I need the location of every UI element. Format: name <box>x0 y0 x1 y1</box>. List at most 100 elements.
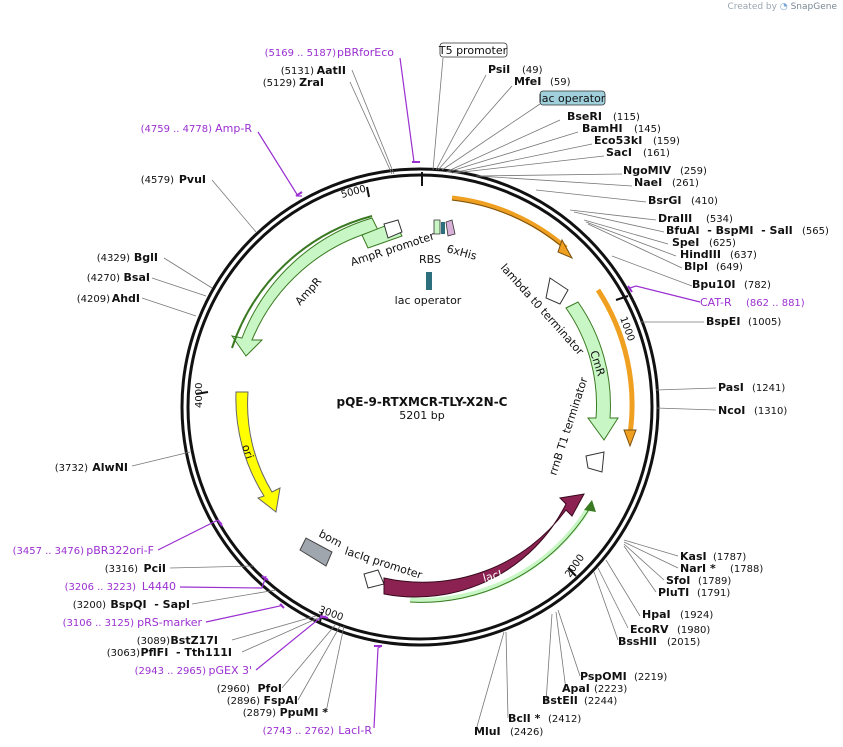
enzyme-bsteii[interactable]: BstEII(2244) <box>542 694 617 707</box>
enzyme-ncoi[interactable]: NcoI(1310) <box>718 404 787 417</box>
enzyme-aatii[interactable]: AatII(5131) <box>281 64 346 77</box>
site-position-label: (534) <box>706 214 733 225</box>
site-position-label: (145) <box>634 124 661 135</box>
site-name-label: LacI-R <box>338 724 372 737</box>
site-name-label: FspAI <box>263 694 298 707</box>
site-name-label: AatII <box>317 64 346 77</box>
primer-pbr322ori-f[interactable]: pBR322ori-F(3457 .. 3476) <box>13 544 154 557</box>
lac-operator-inner-label: lac operator <box>395 294 462 307</box>
enzyme-spei[interactable]: SpeI(625) <box>672 236 736 249</box>
enzyme-bamhi[interactable]: BamHI(145) <box>582 122 661 135</box>
enzyme-bcli[interactable]: BclI *(2412) <box>508 712 581 725</box>
primer-cat-r[interactable]: CAT-R(862 .. 881) <box>700 296 805 309</box>
site-position-label: (1789) <box>698 576 731 587</box>
enzyme-bgli[interactable]: BglI(4329) <box>97 251 158 264</box>
primer-pbrforeco[interactable]: pBRforEco(5169 .. 5187) <box>265 46 395 59</box>
laciq-promoter-label: lacIq promoter <box>343 544 424 581</box>
enzyme-nari[interactable]: NarI *(1788) <box>680 562 763 575</box>
enzyme-bsai[interactable]: BsaI(4270) <box>87 271 150 284</box>
enzyme-ppumi[interactable]: PpuMI *(2879) <box>243 706 329 719</box>
enzyme-pluti[interactable]: PluTI(1791) <box>658 586 730 599</box>
enzyme-bspqi-sapi[interactable]: BspQI - SapI(3200) <box>73 598 190 611</box>
enzyme-bseri[interactable]: BseRI(115) <box>567 110 640 123</box>
site-position-label: (410) <box>691 196 718 207</box>
feature-lac-operator-inner <box>426 272 432 290</box>
enzyme-ngomiv[interactable]: NgoMIV(259) <box>623 164 707 177</box>
site-name-label: HpaI <box>642 608 671 621</box>
feature-orange-right <box>595 288 637 448</box>
site-position-label: (1787) <box>713 552 746 563</box>
enzyme-pcii[interactable]: PciI(3316) <box>105 562 166 575</box>
feature-lambda-terminator <box>545 277 569 305</box>
enzyme-bpu10i[interactable]: Bpu10I(782) <box>692 278 771 291</box>
feature-cmr[interactable] <box>565 301 619 441</box>
primer-amp-r[interactable]: Amp-R(4759 .. 4778) <box>141 122 253 135</box>
feature-laci[interactable] <box>383 493 585 598</box>
site-name-label: SfoI <box>666 574 690 587</box>
enzyme-draiii[interactable]: DraIII(534) <box>658 212 733 225</box>
enzyme-psii[interactable]: PsiI(49) <box>488 63 543 76</box>
site-position-label: (4270) <box>87 273 120 284</box>
enzyme-bsrgi[interactable]: BsrGI (410) <box>648 194 718 207</box>
enzyme-ecorv[interactable]: EcoRV(1980) <box>630 623 710 636</box>
feature-rbs <box>433 219 441 235</box>
site-name-label: pBRforEco <box>337 46 394 59</box>
cmr-label: CmR <box>587 349 608 378</box>
enzyme-blpi[interactable]: BlpI(649) <box>684 260 743 273</box>
enzyme-naei[interactable]: NaeI(261) <box>634 176 699 189</box>
enzyme-pvui[interactable]: PvuI(4579) <box>141 173 206 186</box>
enzyme-apai[interactable]: ApaI(2223) <box>562 682 627 695</box>
primer-prs-marker[interactable]: pRS-marker(3106 .. 3125) <box>63 616 203 629</box>
site-name-label: L4440 <box>142 580 176 593</box>
enzyme-bstz17i[interactable]: BstZ17I(3089) <box>137 634 218 647</box>
primer-l4440[interactable]: L4440(3206 .. 3223) <box>65 580 176 593</box>
rbs-label: RBS <box>419 253 441 266</box>
enzyme-eco53ki[interactable]: Eco53kI(159) <box>594 134 680 147</box>
enzyme-mfei[interactable]: MfeI(59) <box>514 75 571 88</box>
enzyme-kasi[interactable]: KasI (1787) <box>680 550 746 563</box>
site-name-label: NarI * <box>680 562 716 575</box>
site-position-label: (2896) <box>227 696 260 707</box>
enzyme-pflfi-tth111i[interactable]: PflFI - Tth111I(3063) <box>107 646 232 659</box>
primer-laci-r[interactable]: LacI-R(2743 .. 2762) <box>263 724 373 737</box>
enzyme-hpai[interactable]: HpaI(1924) <box>642 608 713 621</box>
snapgene-logo-icon: ◔ <box>779 2 788 12</box>
feature-green-lower <box>409 500 596 603</box>
site-name-label: SpeI <box>672 236 699 249</box>
site-name-label: HindIII <box>680 248 721 261</box>
enzyme-bspei[interactable]: BspEI(1005) <box>706 315 781 328</box>
enzyme-fspai[interactable]: FspAI(2896) <box>227 694 298 707</box>
site-position-label: (2223) <box>594 684 627 695</box>
feature-ampr-promoter[interactable] <box>361 219 403 249</box>
site-name-label: BseRI <box>567 110 602 123</box>
site-name-label: EcoRV <box>630 623 669 636</box>
enzyme-mlui[interactable]: MluI(2426) <box>474 725 543 738</box>
site-name-label: PsiI <box>488 63 510 76</box>
site-name-label: KasI <box>680 550 707 563</box>
enzyme-zrai[interactable]: ZraI(5129) <box>263 76 324 89</box>
site-position-label: (782) <box>744 280 771 291</box>
site-position-label: (4579) <box>141 175 174 186</box>
enzyme-pspomi[interactable]: PspOMI(2219) <box>580 670 667 683</box>
enzyme-saci[interactable]: SacI(161) <box>606 146 670 159</box>
site-position-label: (1241) <box>752 383 785 394</box>
enzyme-sfoi[interactable]: SfoI (1789) <box>666 574 731 587</box>
enzyme-alwni[interactable]: AlwNI(3732) <box>55 461 128 474</box>
site-position-label: (5129) <box>263 78 296 89</box>
site-name-label: BlpI <box>684 260 708 273</box>
enzyme-pfoi[interactable]: PfoI(2960) <box>217 682 282 695</box>
primer-pgex3[interactable]: pGEX 3'(2943 .. 2965) <box>135 664 252 677</box>
site-position-label: (1310) <box>754 406 787 417</box>
enzyme-bfuai-bspmi-sali[interactable]: BfuAI - BspMI - SalI(565) <box>666 224 829 237</box>
site-position-label: (3732) <box>55 463 88 474</box>
enzyme-ahdi[interactable]: AhdI(4209) <box>77 292 140 305</box>
enzyme-pasi[interactable]: PasI(1241) <box>718 381 785 394</box>
site-name-label: Amp-R <box>215 122 252 135</box>
feature-ori[interactable] <box>235 391 281 513</box>
enzyme-bsshii[interactable]: BssHII(2015) <box>618 635 700 648</box>
ori-label: ori <box>239 443 256 461</box>
enzyme-hindiii[interactable]: HindIII(637) <box>680 248 757 261</box>
site-name-label: BsrGI <box>648 194 681 207</box>
feature-ampr[interactable] <box>230 215 379 357</box>
site-position-label: (261) <box>672 178 699 189</box>
